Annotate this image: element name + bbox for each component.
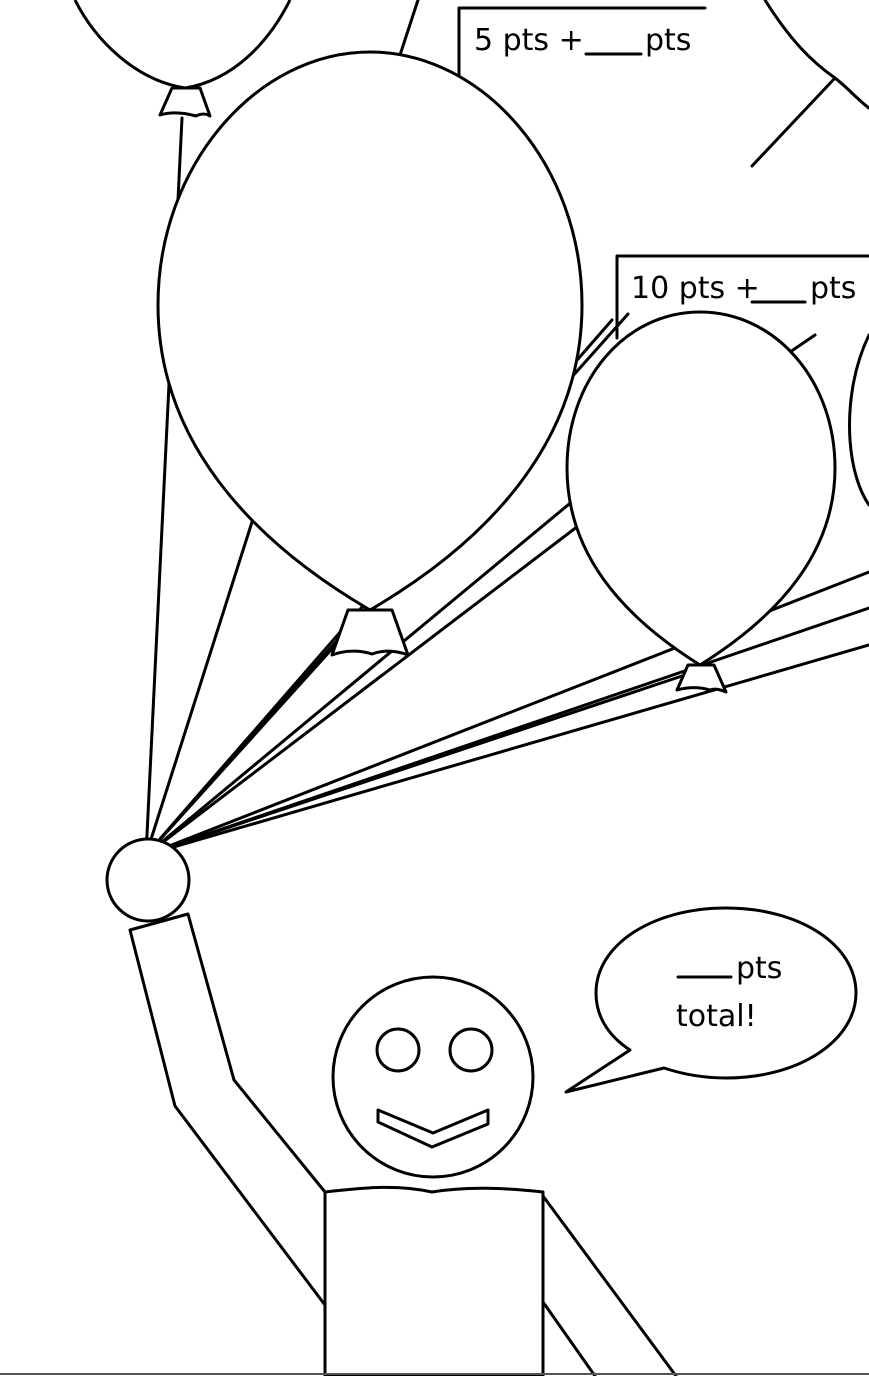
speech-bubble-unit: pts: [736, 951, 782, 986]
string-to-top-label: [398, 0, 420, 57]
character-body: [323, 1185, 678, 1376]
right-arm-lower: [541, 1194, 678, 1376]
smile: [376, 1108, 490, 1149]
string-to-mid-balloon-2: [144, 518, 588, 857]
label-top: 5 pts + pts: [457, 6, 707, 77]
label-middle-given: 10 pts +: [631, 271, 760, 306]
balloon-top-left: [73, 0, 292, 118]
arm-raised: [128, 912, 327, 1307]
balloon-big: [156, 50, 584, 657]
string-offscreen-3: [144, 643, 869, 857]
string-to-mid-balloon-1: [144, 493, 582, 857]
speech-bubble-word: total!: [676, 999, 757, 1034]
right-eye: [448, 1027, 494, 1073]
label-top-given: 5 pts +: [474, 23, 584, 58]
string-to-big-balloon-side: [144, 520, 254, 857]
balloon-right-edge: [848, 333, 869, 507]
string-offscreen-2: [144, 606, 869, 857]
left-eye: [375, 1027, 421, 1073]
label-middle: 10 pts + pts: [615, 254, 869, 340]
label-top-unit: pts: [645, 23, 691, 58]
speech-bubble: pts total!: [564, 906, 858, 1094]
right-arm-inner: [541, 1300, 597, 1376]
hand: [105, 837, 191, 923]
character-head: [331, 975, 535, 1179]
label-top-frame: [457, 6, 707, 77]
label-middle-unit: pts: [810, 271, 856, 306]
string-mid-right: [788, 333, 817, 354]
label-middle-frame: [615, 254, 869, 340]
balloon-top-right: [763, 0, 869, 110]
string-top-right: [750, 76, 837, 168]
balloon-middle: [565, 310, 837, 694]
